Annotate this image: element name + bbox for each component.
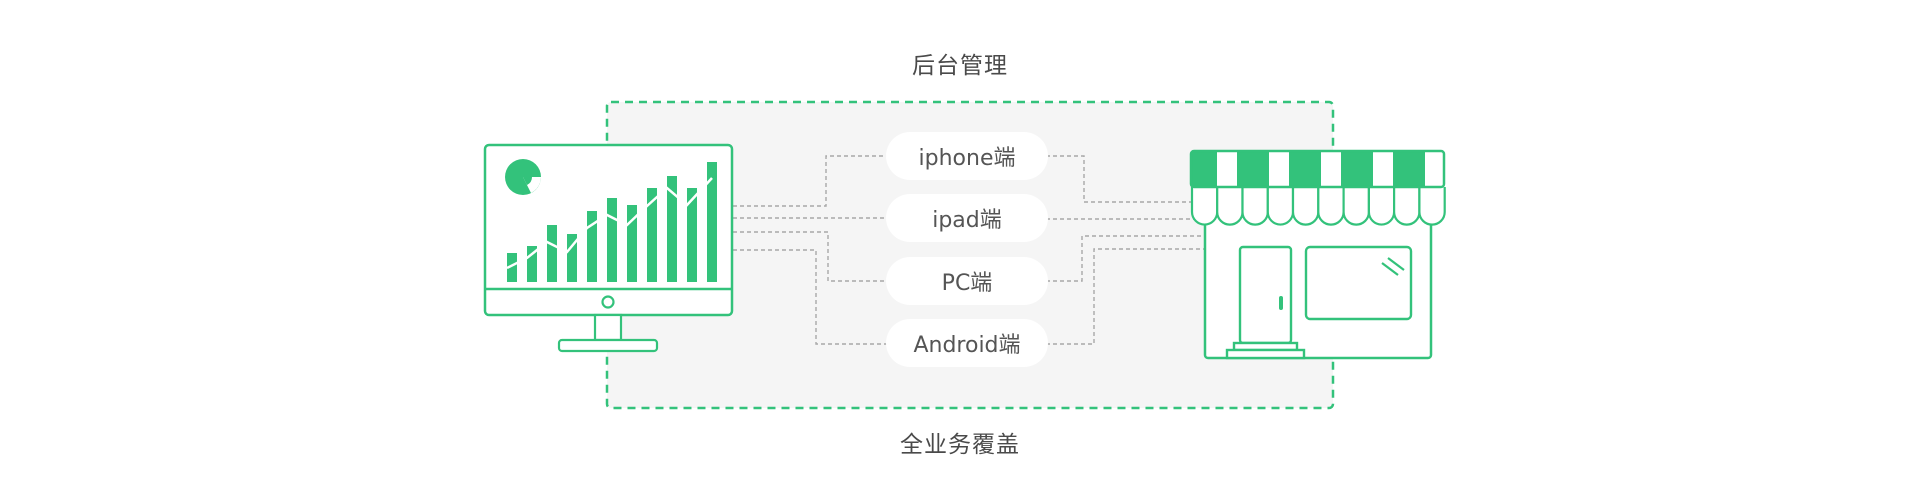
channel-label: PC端: [941, 271, 993, 296]
awning: [1189, 149, 1446, 226]
trend-line: [506, 177, 713, 270]
channel-label: Android端: [913, 333, 1021, 358]
channel-pill-android: Android端: [886, 319, 1048, 367]
connector-left-android: [733, 249, 888, 345]
connector-right-android: [1046, 248, 1208, 345]
shop-window: [1304, 245, 1413, 321]
top-label: 后台管理: [912, 53, 1008, 79]
connector-right-pc: [1046, 235, 1208, 282]
storefront-icon: [1189, 149, 1446, 360]
bar-chart: [507, 162, 717, 282]
pie-chart-icon: [505, 159, 541, 195]
channel-pill-pc: PC端: [886, 257, 1048, 305]
connector-left-pc: [733, 231, 888, 282]
channel-pill-iphone: iphone端: [886, 132, 1048, 180]
bottom-label: 全业务覆盖: [900, 432, 1020, 458]
channel-pill-ipad: ipad端: [886, 194, 1048, 242]
shop-door: [1225, 245, 1306, 360]
channel-label: ipad端: [932, 208, 1002, 233]
channel-label: iphone端: [918, 146, 1016, 171]
connector-lines: [733, 155, 1208, 345]
monitor-chart-icon: [483, 143, 734, 353]
connector-right-iphone: [1046, 155, 1198, 203]
